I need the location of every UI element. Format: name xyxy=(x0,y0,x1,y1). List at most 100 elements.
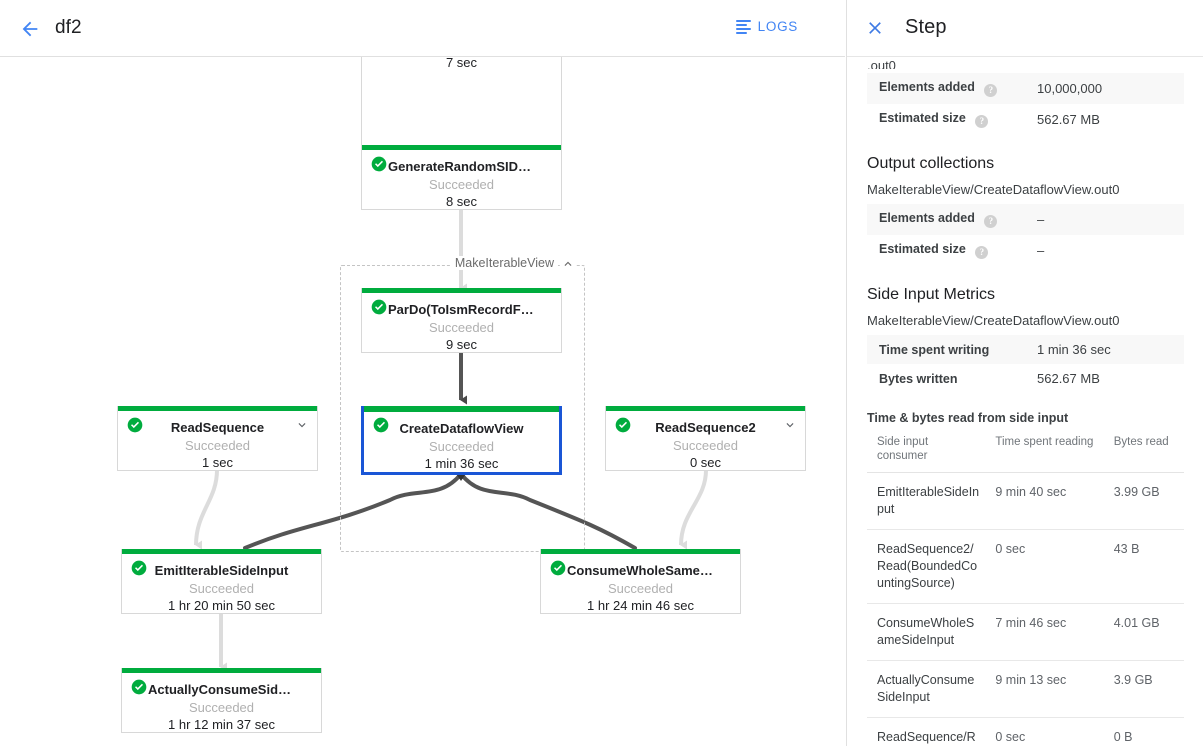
cell-time: 9 min 40 sec xyxy=(985,472,1104,530)
help-icon[interactable]: ? xyxy=(975,115,989,128)
metric-label: Estimated size xyxy=(879,111,966,125)
column-header-bytes: Bytes read xyxy=(1103,429,1184,473)
metric-value: 10,000,000 xyxy=(1037,81,1103,96)
success-check-icon xyxy=(127,417,143,433)
cell-bytes: 3.99 GB xyxy=(1103,472,1184,530)
table-row: EmitIterableSideInput 9 min 40 sec 3.99 … xyxy=(867,472,1184,530)
metric-row: Estimated size ? 562.67 MB xyxy=(867,104,1184,135)
page-title: df2 xyxy=(55,17,82,38)
section-title-output-collections: Output collections xyxy=(867,155,995,172)
cell-time: 0 sec xyxy=(985,717,1104,746)
table-row: ConsumeWholeSameSideInput 7 min 46 sec 4… xyxy=(867,603,1184,661)
node-title: ActuallyConsumeSideI… xyxy=(148,682,302,697)
graph-edges xyxy=(194,90,708,672)
cell-bytes: 0 B xyxy=(1103,717,1184,746)
table-row: ActuallyConsumeSideInput 9 min 13 sec 3.… xyxy=(867,660,1184,718)
chevron-down-icon[interactable] xyxy=(783,418,797,432)
success-check-icon xyxy=(131,679,147,695)
cell-bytes: 3.9 GB xyxy=(1103,660,1184,718)
logs-button[interactable]: LOGS xyxy=(731,16,803,37)
input-metrics-table: Elements added ? 10,000,000 Estimated si… xyxy=(867,73,1184,135)
node-status: Succeeded xyxy=(184,438,251,453)
node-time: 1 hr 12 min 37 sec xyxy=(168,717,275,732)
node-status: Succeeded xyxy=(428,320,495,335)
node-time: 1 hr 20 min 50 sec xyxy=(168,598,275,613)
table-row: ReadSequence/Read(BoundedCountingSource)… xyxy=(867,717,1184,746)
cell-consumer: ReadSequence/Read(BoundedCountingSource) xyxy=(867,717,986,746)
node-status: Succeeded xyxy=(188,581,255,596)
section-title-side-input-metrics: Side Input Metrics xyxy=(867,286,996,303)
node-status-bar xyxy=(362,145,561,150)
logs-button-label: LOGS xyxy=(757,19,798,34)
node-status-bar xyxy=(118,406,317,411)
graph-node-consumewholesamesideinput[interactable]: ConsumeWholeSameSi… Succeeded 1 hr 24 mi… xyxy=(540,549,741,614)
help-icon[interactable]: ? xyxy=(975,246,989,259)
close-icon[interactable] xyxy=(861,14,889,42)
pipeline-graph-canvas[interactable]: MakeIterableView Succeeded 7 sec xyxy=(0,57,845,746)
graph-node-actuallyconsumesideinput[interactable]: ActuallyConsumeSideI… Succeeded 1 hr 12 … xyxy=(121,668,322,733)
node-title: EmitIterableSideInput xyxy=(154,563,289,578)
node-time: 0 sec xyxy=(689,455,722,470)
node-status-bar xyxy=(122,549,321,554)
group-label: MakeIterableView xyxy=(450,256,558,270)
node-title: ParDo(ToIsmRecordFor…) xyxy=(388,302,551,317)
side-input-consumers-table: Side input consumer Time spent reading B… xyxy=(867,429,1184,746)
graph-group-makeiterableview[interactable]: MakeIterableView xyxy=(340,256,585,552)
help-icon[interactable]: ? xyxy=(984,215,998,228)
cell-consumer: ActuallyConsumeSideInput xyxy=(867,660,986,718)
table-header-row: Side input consumer Time spent reading B… xyxy=(867,429,1184,473)
node-title: ReadSequence xyxy=(170,420,265,435)
success-check-icon xyxy=(550,560,566,576)
metric-value: 1 min 36 sec xyxy=(1037,342,1111,357)
success-check-icon xyxy=(373,417,389,433)
node-status-bar xyxy=(606,406,805,411)
node-title: GenerateRandomSIData xyxy=(388,159,537,174)
graph-node-readsequence[interactable]: ReadSequence Succeeded 1 sec xyxy=(117,406,318,471)
metric-value: – xyxy=(1037,212,1045,227)
graph-node-createdataflowview[interactable]: CreateDataflowView Succeeded 1 min 36 se… xyxy=(361,406,562,475)
back-arrow-icon[interactable] xyxy=(14,13,46,45)
chevron-up-icon[interactable] xyxy=(560,257,576,271)
list-lines-icon xyxy=(735,19,751,34)
graph-node-pardo-toismrecordfor[interactable]: ParDo(ToIsmRecordFor…) Succeeded 9 sec xyxy=(361,288,562,353)
node-title: ConsumeWholeSameSi… xyxy=(567,563,726,578)
metric-row: Estimated size ? – xyxy=(867,235,1184,266)
node-status-bar xyxy=(362,288,561,293)
metric-label: Time spent writing xyxy=(879,342,990,357)
graph-node-partial[interactable]: Succeeded 7 sec xyxy=(361,57,562,146)
cell-consumer: EmitIterableSideInput xyxy=(867,472,986,530)
panel-body[interactable]: .out0 Elements added ? 10,000,000 Estima… xyxy=(847,58,1203,746)
metric-row: Time spent writing 1 min 36 sec xyxy=(867,335,1184,364)
node-time: 1 sec xyxy=(201,455,234,470)
help-icon[interactable]: ? xyxy=(984,84,998,97)
node-time: 7 sec xyxy=(445,57,478,70)
success-check-icon xyxy=(371,156,387,172)
output-metrics-table: Elements added ? – Estimated size ? – xyxy=(867,204,1184,266)
cell-bytes: 43 B xyxy=(1103,529,1184,604)
node-status: Succeeded xyxy=(428,177,495,192)
cell-consumer: ReadSequence2/Read(BoundedCountingSource… xyxy=(867,529,986,604)
panel-title: Step xyxy=(905,16,947,38)
metric-row: Bytes written 562.67 MB xyxy=(867,364,1184,393)
metric-label: Elements added xyxy=(879,211,975,225)
chevron-down-icon[interactable] xyxy=(295,418,309,432)
column-header-consumer: Side input consumer xyxy=(867,429,986,473)
cell-bytes: 4.01 GB xyxy=(1103,603,1184,661)
node-status: Succeeded xyxy=(188,700,255,715)
node-time: 8 sec xyxy=(445,194,478,209)
success-check-icon xyxy=(371,299,387,315)
graph-node-emititerablesideinput[interactable]: EmitIterableSideInput Succeeded 1 hr 20 … xyxy=(121,549,322,614)
metric-row: Elements added ? – xyxy=(867,204,1184,235)
side-input-metrics-table: Time spent writing 1 min 36 sec Bytes wr… xyxy=(867,335,1184,393)
node-status-bar xyxy=(364,406,559,412)
node-time: 1 hr 24 min 46 sec xyxy=(587,598,694,613)
cell-time: 7 min 46 sec xyxy=(985,603,1104,661)
node-status-bar xyxy=(541,549,740,554)
node-title: ReadSequence2 xyxy=(655,420,756,435)
graph-node-generaterandomsidata[interactable]: GenerateRandomSIData Succeeded 8 sec xyxy=(361,145,562,210)
success-check-icon xyxy=(615,417,631,433)
node-time: 9 sec xyxy=(445,337,478,352)
graph-node-readsequence2[interactable]: ReadSequence2 Succeeded 0 sec xyxy=(605,406,806,471)
output-collection-name: MakeIterableView/CreateDataflowView.out0 xyxy=(867,182,1120,197)
